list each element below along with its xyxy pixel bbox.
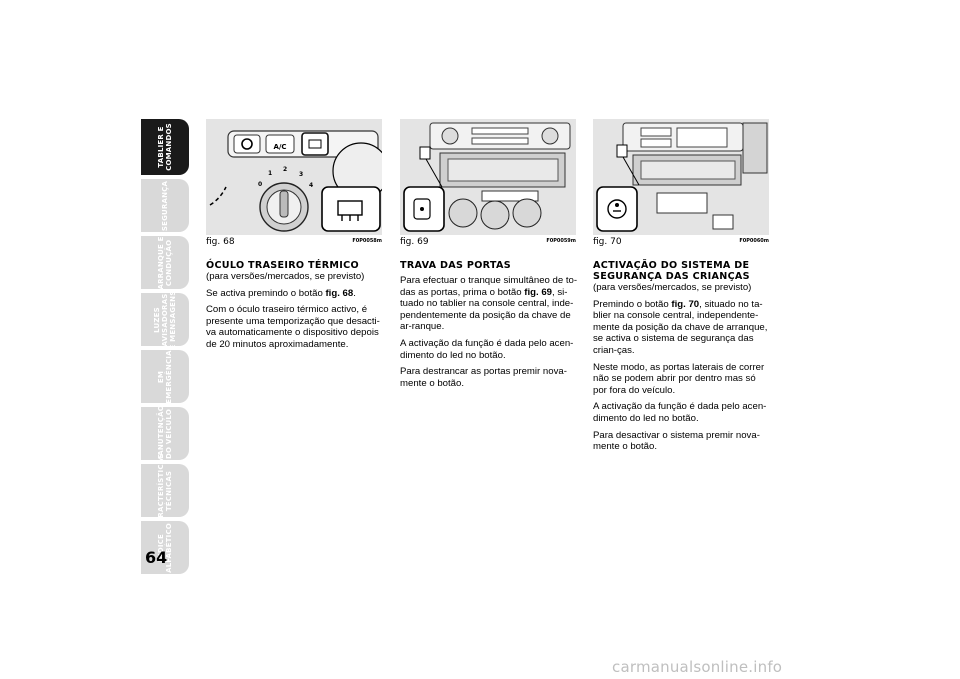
watermark: carmanualsonline.info xyxy=(612,658,783,676)
chapter-tab-label-line: EM xyxy=(157,370,165,383)
paragraph: Com o óculo traseiro térmico activo, é p… xyxy=(206,304,380,350)
chapter-tab-label-line: SEGURANÇA xyxy=(161,180,169,231)
section-title: TRAVA DAS PORTAS xyxy=(400,260,511,271)
paragraph: Para efectuar o tranque simultâneo de to… xyxy=(400,275,578,333)
section-child-safety: ACTIVAÇÃO DO SISTEMA DE SEGURANÇA DAS CR… xyxy=(593,260,771,458)
chapter-tab-1[interactable]: SEGURANÇA xyxy=(141,179,189,232)
chapter-tab-label-line: COMANDOS xyxy=(165,123,173,171)
section-rear-window-heater: ÓCULO TRASEIRO TÉRMICO (para versões/mer… xyxy=(206,260,384,356)
section-subtitle: (para versões/mercados, se previsto) xyxy=(206,271,365,282)
paragraph: Premindo o botão fig. 70, situado no ta-… xyxy=(593,298,768,356)
paragraph: Para desactivar o sistema premir nova-me… xyxy=(593,429,760,453)
chapter-tab-label-line: E MENSAGENS xyxy=(169,290,177,349)
dial-4: 4 xyxy=(309,182,313,189)
ac-label: A/C xyxy=(273,143,286,151)
paragraph: Se activa premindo o botão fig. 68. xyxy=(206,287,356,299)
figure-69-caption: fig. 69 F0P0059m xyxy=(400,237,576,247)
figure-68-rear-window-button: A/C 0 1 2 3 4 xyxy=(206,119,382,235)
paragraph: Para destrancar as portas premir nova-me… xyxy=(400,366,567,389)
figure-68-caption: fig. 68 F0P0058m xyxy=(206,237,382,247)
section-subtitle: (para versões/mercados, se previsto) xyxy=(593,282,752,293)
figure-70-child-safety-button xyxy=(593,119,769,235)
paragraph: A activação da função é dada pelo acen-d… xyxy=(400,337,574,361)
dial-3: 3 xyxy=(299,171,303,178)
dial-1: 1 xyxy=(268,170,272,177)
dial-2: 2 xyxy=(283,166,287,173)
figure-70-caption: fig. 70 F0P0060m xyxy=(593,237,769,247)
section-title-line1: ACTIVAÇÃO DO SISTEMA DE xyxy=(593,260,750,271)
chapter-tab-label-line: AVISADORAS xyxy=(161,292,169,347)
chapter-tab-label: SEGURANÇA xyxy=(161,180,169,230)
chapter-tab-label-line: TABLIER E xyxy=(157,126,165,168)
section-title-line2: SEGURANÇA DAS CRIANÇAS xyxy=(593,271,750,282)
dial-0: 0 xyxy=(258,181,262,188)
chapter-tab-label-line: CONDUÇÃO xyxy=(165,239,173,286)
paragraph: Neste modo, as portas laterais de correr… xyxy=(593,361,765,396)
section-title: ÓCULO TRASEIRO TÉRMICO xyxy=(206,260,359,271)
paragraph: A activação da função é dada pelo acen-d… xyxy=(593,401,767,424)
chapter-tab-label-line: EMERGÊNCIA xyxy=(165,349,173,404)
page-number: 64 xyxy=(145,548,168,567)
section-door-lock: TRAVA DAS PORTAS Para efectuar o tranque… xyxy=(400,260,578,394)
chapter-tab-label-line: CARACTERÍSTICAS xyxy=(157,452,165,529)
chapter-tab-label-line: LUZES xyxy=(153,306,161,333)
chapter-tab-label-line: TÉCNICAS xyxy=(165,470,173,511)
figure-69-door-lock-button xyxy=(400,119,576,235)
chapter-tab-label-line: ARRANQUE E xyxy=(157,235,165,290)
